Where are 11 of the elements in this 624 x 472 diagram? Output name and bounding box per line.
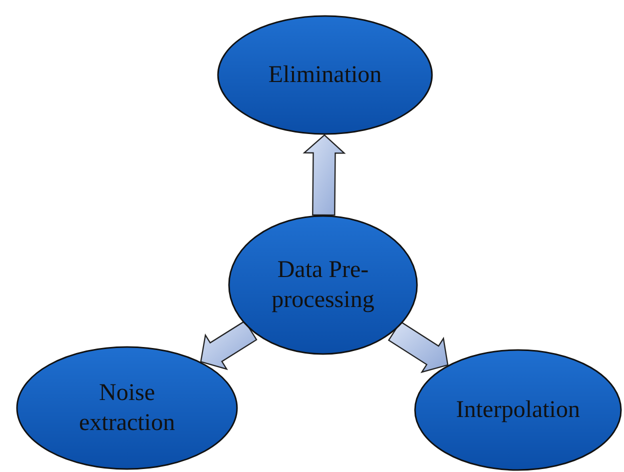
- block-arrow: [200, 320, 258, 370]
- node-label: Interpolation: [455, 396, 581, 425]
- block-arrow: [388, 320, 448, 374]
- node-label: Noise extraction: [78, 379, 176, 438]
- ellipse-node: [228, 215, 418, 355]
- ellipse-node: [16, 346, 238, 470]
- block-arrow: [302, 134, 346, 216]
- node-label: Data Pre-processing: [270, 256, 376, 315]
- ellipse-node: [217, 15, 433, 135]
- node-label: Elimination: [267, 61, 383, 90]
- ellipse-node: [414, 349, 622, 471]
